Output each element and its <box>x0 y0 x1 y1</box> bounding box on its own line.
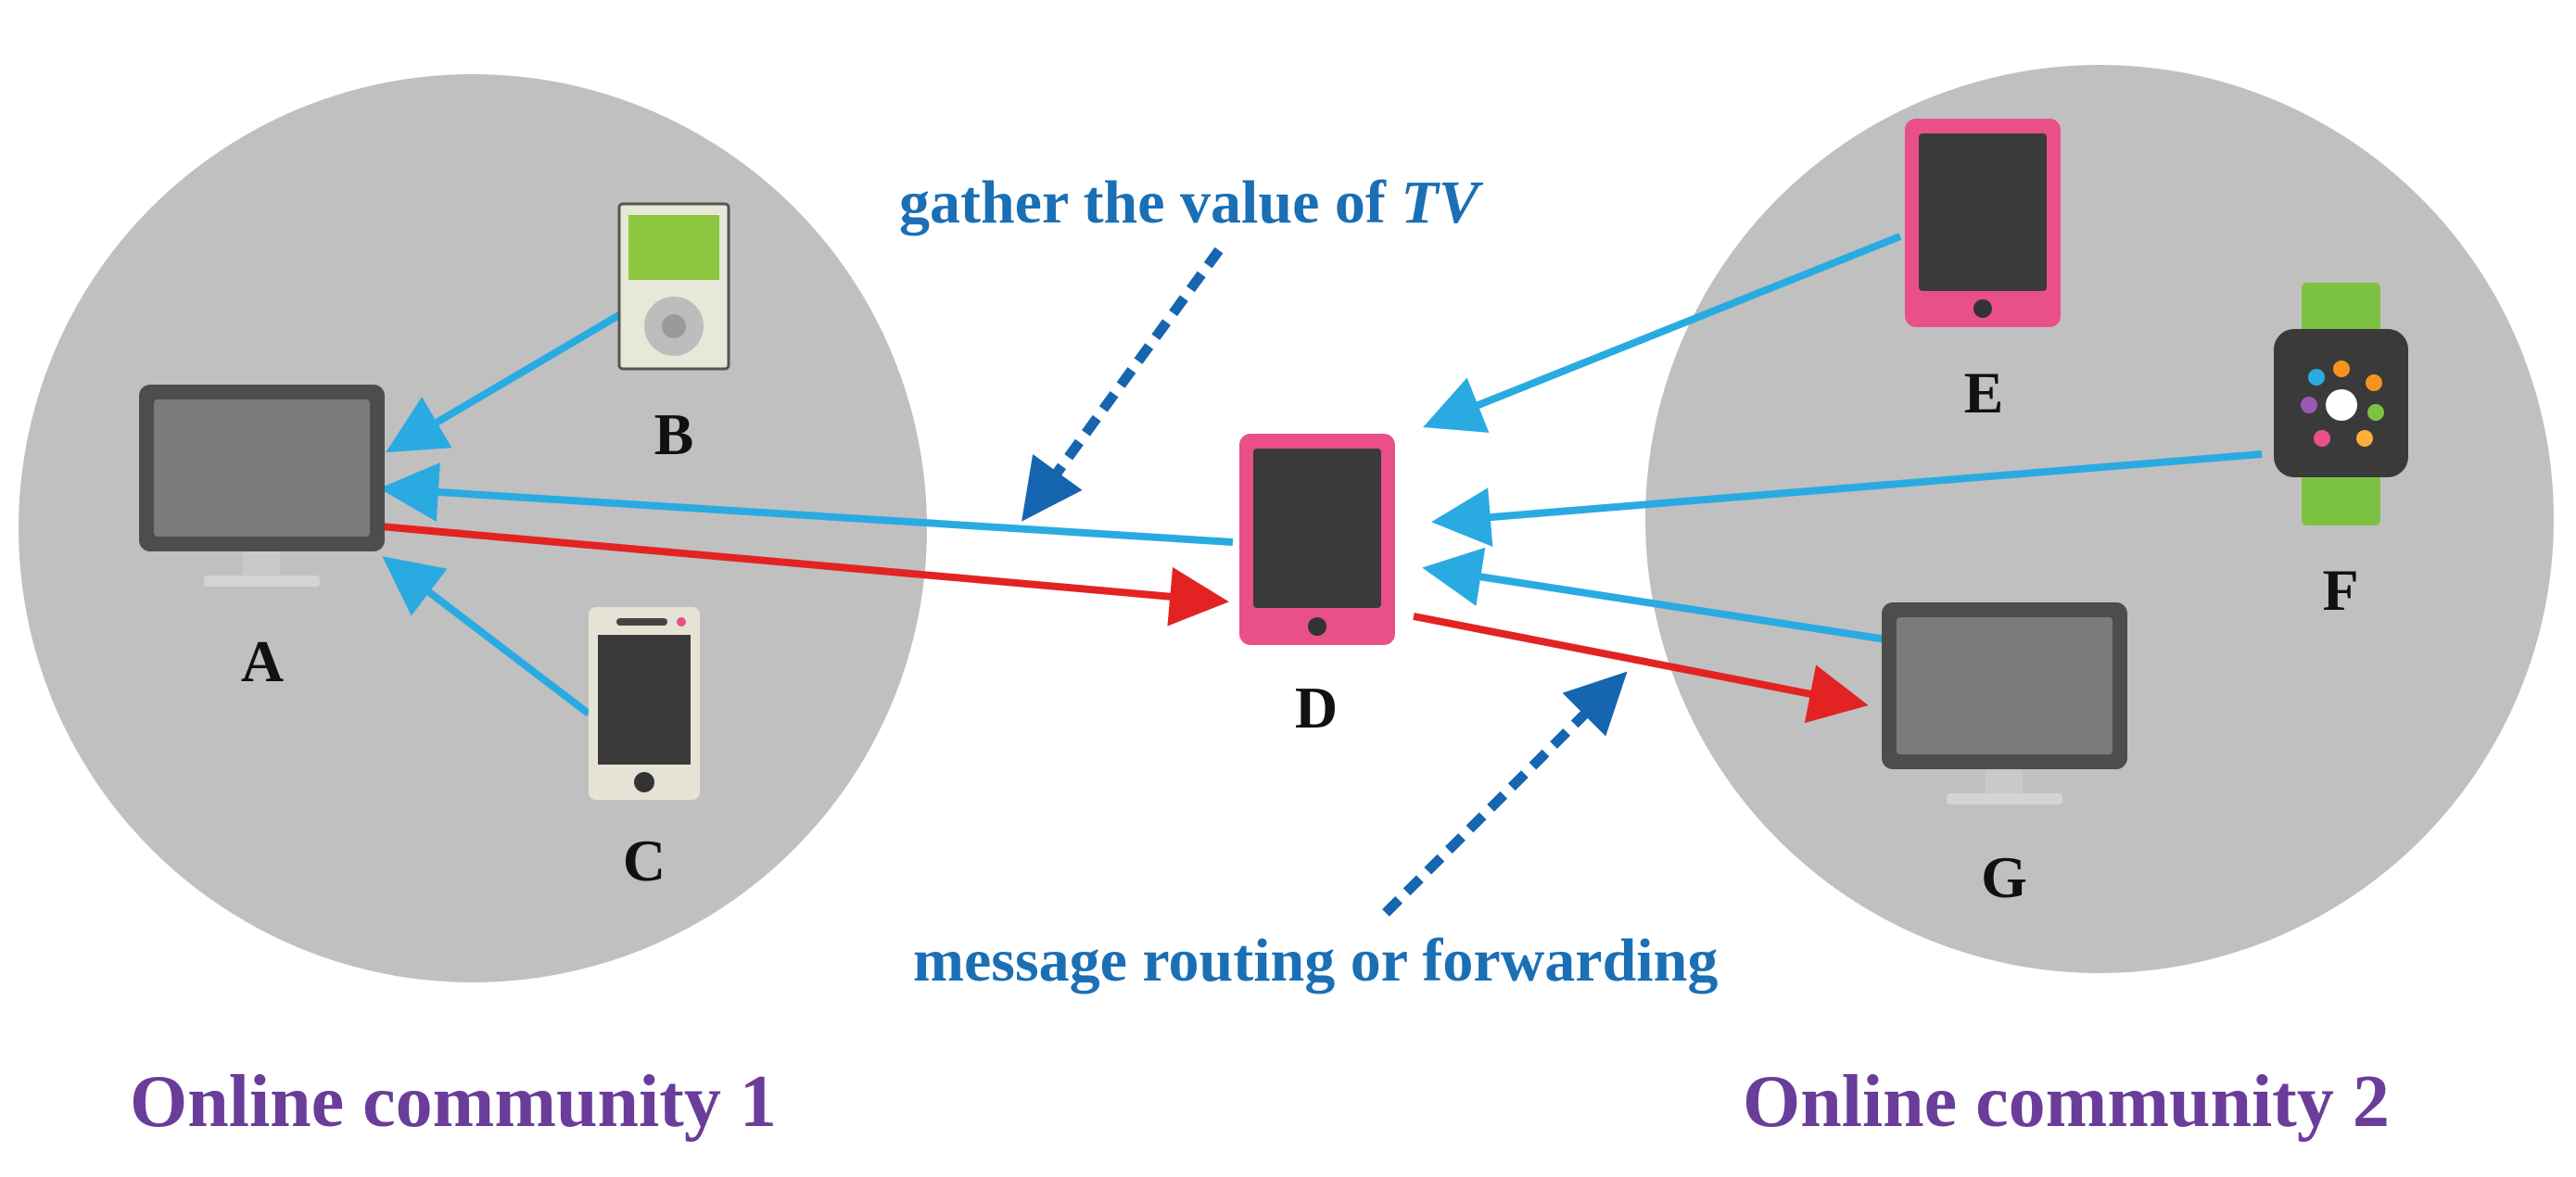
tablet-icon <box>1239 434 1395 645</box>
edges <box>379 233 2263 724</box>
community-2-region <box>1645 65 2554 973</box>
edge-A-to-D <box>379 523 1229 626</box>
community-1-label: Online community 1 <box>130 1061 777 1143</box>
desktop-monitor-icon <box>139 385 385 587</box>
smartphone-icon <box>589 607 700 800</box>
node-G <box>1882 602 2127 804</box>
tablet-icon <box>1905 119 2061 327</box>
edge-F-to-D <box>1431 450 2263 547</box>
node-E <box>1905 119 2061 327</box>
node-label-G: G <box>1981 844 2027 910</box>
node-C <box>589 607 700 800</box>
gather-annotation-text: gather the value of <box>899 169 1401 236</box>
gather-annotation-italic: TV <box>1401 169 1483 236</box>
node-label-C: C <box>623 828 666 893</box>
gather-annotation-arrow <box>1022 247 1224 522</box>
node-label-B: B <box>654 401 694 467</box>
node-label-E: E <box>1964 360 2004 425</box>
community-2-label: Online community 2 <box>1743 1061 2390 1143</box>
node-B <box>617 202 730 371</box>
edge-D-to-G <box>1413 613 1869 724</box>
gather-annotation: gather the value of TV <box>899 169 1484 236</box>
node-A <box>139 385 385 587</box>
edge-B-to-A <box>386 302 638 453</box>
node-label-D: D <box>1295 675 1338 740</box>
node-label-A: A <box>241 628 284 694</box>
routing-annotation: message routing or forwarding <box>913 927 1718 994</box>
edge-C-to-A <box>382 556 591 717</box>
desktop-monitor-icon <box>1882 602 2127 804</box>
node-D <box>1239 434 1395 645</box>
edge-D-to-A <box>379 462 1234 546</box>
edge-E-to-D <box>1423 233 1902 433</box>
routing-annotation-arrow <box>1382 671 1628 917</box>
node-F <box>2274 283 2408 525</box>
smartwatch-icon <box>2274 283 2408 525</box>
mp3-player-icon <box>617 202 730 371</box>
node-label-F: F <box>2322 557 2358 623</box>
edge-G-to-D <box>1422 547 1887 643</box>
